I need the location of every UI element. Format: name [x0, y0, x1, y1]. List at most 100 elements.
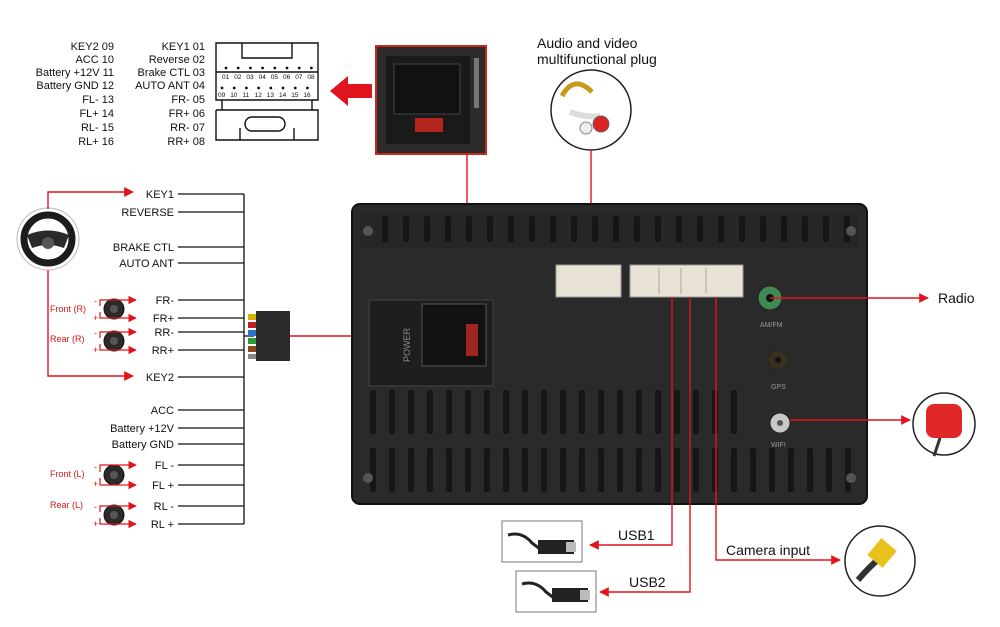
harness-label-acc: ACC [151, 405, 174, 417]
power-port-label: POWER [402, 327, 412, 362]
vent-slot [446, 448, 452, 492]
pin-number: 10 [230, 92, 238, 99]
vent-slot [408, 390, 414, 434]
pin-dot [232, 86, 236, 90]
vent-slot [845, 448, 851, 492]
vent-slot [560, 448, 566, 492]
vent-slot [503, 448, 509, 492]
vent-slot [427, 448, 433, 492]
vent-slot [427, 390, 433, 434]
pin-dot [310, 66, 313, 70]
vent-slot [592, 216, 598, 242]
vent-slot [674, 390, 680, 434]
pinout-right-label: KEY1 01 [162, 41, 205, 53]
vent-slot [579, 390, 585, 434]
vent-slot [674, 448, 680, 492]
pin-dot [257, 86, 260, 90]
harness-label-reverse: REVERSE [121, 207, 174, 219]
callout-camera-input: Camera input [726, 542, 810, 558]
pin-dot [245, 86, 248, 90]
speaker-lead [99, 501, 137, 512]
wifi-antenna-photo [912, 392, 976, 457]
speaker-cone [110, 471, 118, 479]
vent-slot [634, 216, 640, 242]
vent-slot [718, 216, 724, 242]
vent-slot [676, 216, 682, 242]
vent-slot [522, 448, 528, 492]
speaker-minus: - [94, 296, 97, 306]
speaker-cone [110, 305, 118, 313]
vent-slot [579, 448, 585, 492]
speaker-cone [110, 337, 118, 345]
speaker-minus: - [94, 462, 97, 472]
pinout-right-label: Reverse 02 [149, 54, 205, 66]
vent-slot [712, 390, 718, 434]
vent-slot [636, 390, 642, 434]
harness-label-rl-plus: RL + [151, 519, 174, 531]
pin-dot [236, 66, 240, 70]
speaker-label-front-r: Front (R) [50, 304, 86, 314]
pinout-left-label: Battery +12V 11 [36, 67, 114, 79]
usb1-cable-photo [501, 520, 583, 563]
pinout-left-label: Battery GND 12 [36, 80, 114, 92]
port-label-gps: GPS [771, 384, 786, 391]
pin-number: 09 [218, 92, 226, 99]
speaker-lead [99, 460, 137, 472]
vent-slot [693, 390, 699, 434]
harness-label-rl-minus: RL - [154, 501, 175, 513]
pinout-left-label: RL- 15 [81, 122, 114, 134]
vent-slot [617, 448, 623, 492]
speaker-lead [99, 344, 137, 355]
port-label-wifi: WIFI [771, 442, 786, 449]
pinout-left-label: ACC 10 [75, 54, 114, 66]
vent-slot [424, 216, 430, 242]
connector-photo [375, 45, 487, 155]
pinout-left-label: FL+ 14 [79, 108, 114, 120]
pin-number: 11 [242, 92, 249, 99]
speaker-cone [110, 511, 118, 519]
pinout-table: KEY2 09 ACC 10 Battery +12V 11 Battery G… [36, 41, 205, 148]
speaker-label-rear-l: Rear (L) [50, 500, 83, 510]
vent-slot [697, 216, 703, 242]
left-arrow-icon [330, 76, 372, 106]
harness-label-fl-minus: FL - [155, 460, 174, 472]
vent-slot [617, 390, 623, 434]
vent-slot [655, 448, 661, 492]
vent-slot [739, 216, 745, 242]
pin-dot [273, 66, 277, 70]
vent-slot [807, 448, 813, 492]
av-plug-title: Audio and video [537, 35, 638, 51]
pin-dot [261, 66, 264, 70]
speaker-group: -+-+-+-+ [93, 295, 137, 529]
pin-number: 14 [279, 92, 287, 99]
speaker-plus: + [93, 519, 98, 529]
pinout-right-label: AUTO ANT 04 [135, 80, 205, 92]
harness-label-battery-12v: Battery +12V [110, 423, 175, 435]
callout-usb2: USB2 [629, 574, 666, 590]
vent-slot [408, 448, 414, 492]
vent-slot [389, 390, 395, 434]
pinout-right-label: RR+ 08 [167, 136, 205, 148]
harness-label-auto-ant: AUTO ANT [119, 258, 174, 270]
vent-slot [571, 216, 577, 242]
pin-dot [293, 86, 297, 90]
vent-slot [802, 216, 808, 242]
av-plug-title: multifunctional plug [537, 51, 657, 67]
harness-label-fr-plus: FR+ [153, 313, 174, 325]
pin-dot [285, 66, 289, 70]
head-unit-back: POWER AM/FM GPS WIFI [351, 203, 868, 505]
vent-slot [712, 448, 718, 492]
pin-dot [306, 86, 309, 90]
vent-slot [541, 448, 547, 492]
vent-slot [655, 390, 661, 434]
vent-slot [466, 216, 472, 242]
vent-slot [598, 390, 604, 434]
vent-slot [484, 448, 490, 492]
speaker-minus: - [94, 502, 97, 512]
pin-dot [249, 66, 252, 70]
vent-slot [823, 216, 829, 242]
pinout-left-label: FL- 13 [82, 94, 114, 106]
vent-slot [382, 216, 388, 242]
speaker-lead [99, 518, 137, 529]
